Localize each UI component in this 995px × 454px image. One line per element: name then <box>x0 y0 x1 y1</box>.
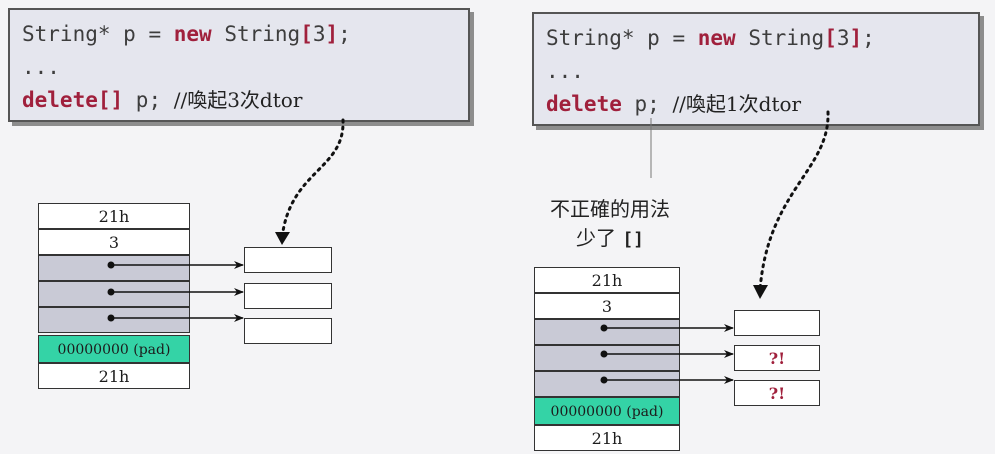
code-var: p; <box>621 92 673 116</box>
code-bracket-close: ] <box>849 26 863 50</box>
code-keyword-delete: delete <box>546 92 622 116</box>
left-mem-count: 3 <box>38 229 190 255</box>
right-mem-element-1 <box>534 319 680 345</box>
note-line-2-text: 少了 <box>575 226 623 250</box>
right-object-2-leaked: ?! <box>734 345 820 371</box>
incorrect-usage-note: 不正確的用法 少了 [] <box>520 193 700 251</box>
left-mem-cookie-top: 21h <box>38 203 190 229</box>
right-mem-pad: 00000000 (pad) <box>534 397 680 425</box>
code-var: p; <box>123 88 174 112</box>
right-object-1 <box>734 310 820 336</box>
right-mem-cookie-top: 21h <box>534 267 680 293</box>
right-mem-element-2 <box>534 345 680 371</box>
code-keyword-delete: delete[] <box>22 88 124 112</box>
left-mem-element-1 <box>38 255 190 281</box>
code-type: String* <box>546 26 635 50</box>
right-dtor-arrowhead <box>753 285 768 299</box>
right-object-3-leaked: ?! <box>734 380 820 406</box>
code-comment: //喚起3次dtor <box>173 88 303 112</box>
right-code-box: String* p = new String[3]; ... delete p;… <box>532 12 980 126</box>
right-mem-element-3 <box>534 371 680 397</box>
code-var: p = <box>110 22 174 46</box>
left-code-line-3: delete[] p; //喚起3次dtor <box>22 90 302 111</box>
code-type: String* <box>22 22 111 46</box>
code-bracket-close: ] <box>325 22 339 46</box>
left-mem-pad: 00000000 (pad) <box>38 335 190 363</box>
code-class: String <box>211 22 301 46</box>
right-code-line-2: ... <box>546 59 584 83</box>
note-line-1: 不正確的用法 <box>550 197 670 221</box>
note-line-2-code: [] <box>622 229 645 250</box>
left-object-2 <box>244 283 332 309</box>
code-var: p = <box>634 26 698 50</box>
left-object-3 <box>244 318 332 344</box>
code-class: String <box>735 26 825 50</box>
right-dtor-dotted-arrow <box>758 110 830 292</box>
right-mem-cookie-bottom: 21h <box>534 425 680 451</box>
code-array-size: 3 <box>836 26 850 50</box>
left-pointer-arrows <box>107 261 244 322</box>
code-keyword-new: new <box>697 26 736 50</box>
left-dtor-dotted-arrow <box>280 118 345 240</box>
code-comment: //喚起1次dtor <box>672 92 802 116</box>
note-line-2: 少了 [] <box>520 222 700 251</box>
left-object-1 <box>244 247 332 273</box>
code-keyword-new: new <box>173 22 212 46</box>
left-dtor-arrowhead <box>275 232 290 245</box>
right-code-line-1: String* p = new String[3]; <box>546 28 875 49</box>
left-mem-element-2 <box>38 281 190 307</box>
code-bracket-open: [ <box>300 22 313 46</box>
code-semicolon: ; <box>338 22 351 46</box>
right-mem-count: 3 <box>534 293 680 319</box>
code-semicolon: ; <box>862 26 875 50</box>
left-mem-cookie-bottom: 21h <box>38 363 190 389</box>
right-code-line-3: delete p; //喚起1次dtor <box>546 94 801 115</box>
left-code-box: String* p = new String[3]; ... delete[] … <box>8 8 470 122</box>
left-code-line-1: String* p = new String[3]; <box>22 24 351 45</box>
right-pointer-arrows <box>600 324 734 384</box>
code-array-size: 3 <box>312 22 326 46</box>
left-code-line-2: ... <box>22 55 60 79</box>
code-bracket-open: [ <box>824 26 837 50</box>
left-mem-element-3 <box>38 307 190 333</box>
